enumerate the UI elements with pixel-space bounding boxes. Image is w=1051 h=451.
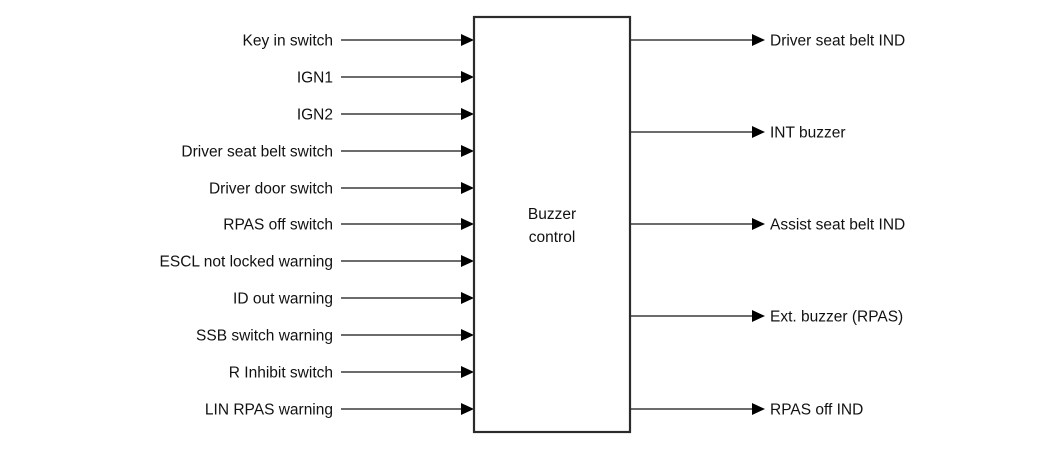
input-arrow-icon-driver-door-switch [461, 182, 474, 194]
output-arrow-icon-ext-buzzer-rpas [752, 310, 765, 322]
output-label-int-buzzer: INT buzzer [770, 125, 846, 142]
buzzer-control-block[interactable] [472, 15, 632, 434]
input-label-ssb-switch-warning: SSB switch warning [196, 328, 333, 345]
input-label-escl-not-locked-warning: ESCL not locked warning [160, 254, 333, 271]
output-arrow-icon-assist-seat-belt-ind [752, 218, 765, 230]
block-title-line1: Buzzer [528, 206, 576, 223]
input-arrow-icon-rpas-off-switch [461, 218, 474, 230]
output-arrow-icon-driver-seat-belt-ind [752, 34, 765, 46]
output-arrow-icon-int-buzzer [752, 126, 765, 138]
input-label-lin-rpas-warning: LIN RPAS warning [205, 402, 333, 419]
input-label-driver-door-switch: Driver door switch [209, 181, 333, 198]
input-label-driver-seat-belt-switch: Driver seat belt switch [181, 144, 333, 161]
input-arrow-icon-r-inhibit-switch [461, 366, 474, 378]
input-arrow-icon-lin-rpas-warning [461, 403, 474, 415]
input-label-id-out-warning: ID out warning [233, 291, 333, 308]
input-label-rpas-off-switch: RPAS off switch [223, 217, 333, 234]
input-arrow-icon-id-out-warning [461, 292, 474, 304]
output-label-assist-seat-belt-ind: Assist seat belt IND [770, 217, 905, 234]
block-title-line2: control [529, 229, 576, 246]
output-label-driver-seat-belt-ind: Driver seat belt IND [770, 33, 905, 50]
input-arrow-icon-ign1 [461, 71, 474, 83]
input-arrow-icon-key-in-switch [461, 34, 474, 46]
input-wire-group [341, 34, 474, 415]
output-label-ext-buzzer-rpas: Ext. buzzer (RPAS) [770, 309, 903, 326]
output-arrow-icon-rpas-off-ind [752, 403, 765, 415]
output-label-rpas-off-ind: RPAS off IND [770, 402, 863, 419]
input-arrow-icon-ssb-switch-warning [461, 329, 474, 341]
input-arrow-icon-driver-seat-belt-switch [461, 145, 474, 157]
input-label-r-inhibit-switch: R Inhibit switch [229, 365, 333, 382]
input-arrow-icon-ign2 [461, 108, 474, 120]
input-label-ign1: IGN1 [297, 70, 333, 87]
output-wire-group [630, 34, 765, 415]
input-label-ign2: IGN2 [297, 107, 333, 124]
input-label-key-in-switch: Key in switch [243, 33, 333, 50]
input-arrow-icon-escl-not-locked-warning [461, 255, 474, 267]
